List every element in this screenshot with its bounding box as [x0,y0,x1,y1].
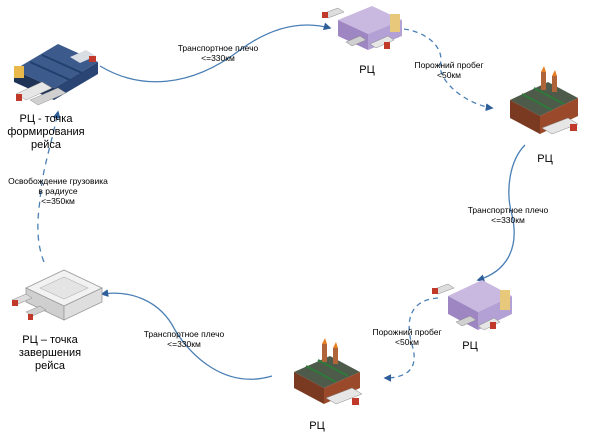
node-label-start-line1: РЦ - точка [19,113,73,125]
edge-label-leg3-line1: Транспортное плечо [143,329,225,339]
connector-release [37,110,61,263]
node-label-end-line1: РЦ – точка [22,334,78,346]
factory-right-icon [510,66,579,135]
edge-label-leg1-line1: Транспортное плечо [177,43,259,53]
connector-empty2 [383,297,439,382]
node-label-factory-right: РЦ [537,153,553,165]
node-label-rc-mid: РЦ [462,340,478,352]
node-label-end-line3: рейса [35,360,65,372]
edge-label-release: Освобождение грузовика в радиусе <=350км [2,176,114,206]
edge-label-leg1: Транспортное плечо <=330км [170,43,266,63]
factory-bottom-icon [294,338,363,405]
node-label-rc-top: РЦ [359,64,375,76]
edge-label-leg1-line2: <=330км [201,53,235,63]
node-label-start-line3: рейса [31,139,61,151]
edge-label-leg2: Транспортное плечо <=330км [460,205,556,225]
node-label-end-line2: завершения [18,347,82,359]
connector-empty1 [394,27,494,112]
node-label-factory-bottom: РЦ [309,420,325,432]
edge-label-release-line1: Освобождение грузовика [8,176,108,186]
edge-label-empty2-line1: Порожний пробег [372,327,442,337]
edge-label-empty1-line1: Порожний пробег [414,60,484,70]
edge-label-empty2: Порожний пробег <50км [364,327,450,347]
warehouse-rc-mid-icon [431,280,512,331]
edge-label-leg2-line1: Транспортное плечо [467,205,549,215]
warehouse-start-icon [14,44,98,106]
connector-leg3 [100,289,273,380]
edge-label-empty2-line2: <50км [395,337,419,347]
warehouse-end-icon [11,269,103,321]
edge-label-leg3: Транспортное плечо <=330км [136,329,232,349]
connector-leg2 [476,144,526,282]
edge-label-empty1: Порожний пробег <50км [406,60,492,80]
edge-label-leg3-line2: <=330км [167,339,201,349]
warehouse-rc-top-icon [321,6,402,50]
edge-label-leg2-line2: <=330км [491,215,525,225]
node-label-start: РЦ - точка формирования рейса [4,113,88,152]
node-label-end: РЦ – точка завершения рейса [10,334,90,373]
node-label-start-line2: формирования [7,126,85,138]
edge-label-release-line3: <=350км [41,196,75,206]
edge-label-empty1-line2: <50км [437,70,461,80]
edge-label-release-line2: в радиусе [38,186,78,196]
connector-leg1 [99,22,332,83]
